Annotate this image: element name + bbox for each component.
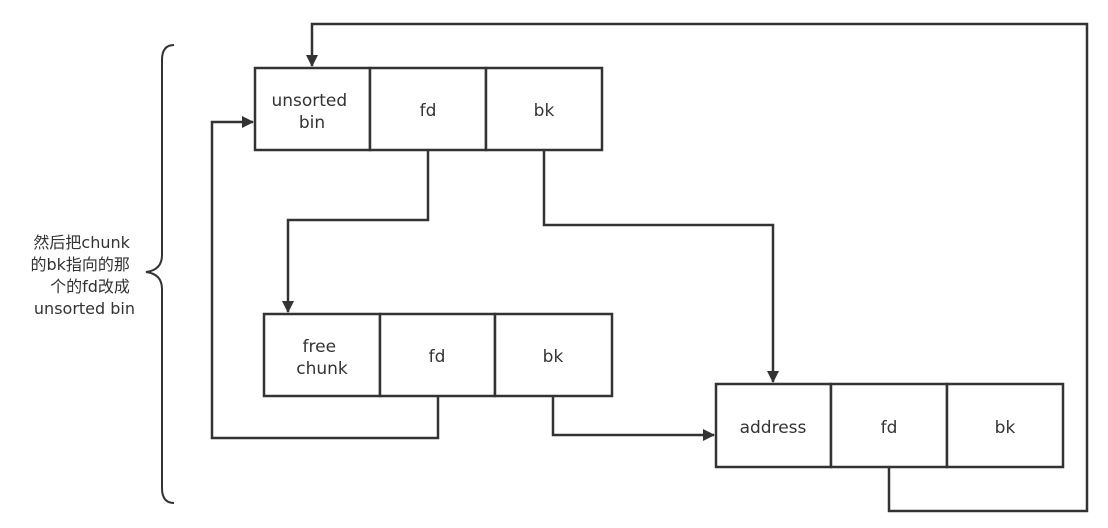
arrow-free-chunk-fd-to-unsorted-bin [210, 116, 440, 440]
note-line: unsorted bin [34, 299, 135, 318]
arrow-unsorted-fd-to-free-chunk [282, 150, 430, 313]
note-line: 然后把chunk [33, 233, 130, 252]
label-line: unsorted [271, 91, 347, 111]
free-chunk-bk-label: bk [543, 347, 564, 367]
arrow-address-fd-to-unsorted-bin [306, 22, 1089, 513]
arrow-unsorted-bk-to-address [542, 150, 779, 383]
label-line: free [303, 337, 337, 357]
label-line: bin [299, 113, 325, 133]
address-cell-fd [829, 382, 949, 469]
curly-brace [145, 44, 175, 504]
label-line: chunk [296, 359, 348, 379]
address-label: address [740, 418, 807, 438]
connectors [210, 22, 1089, 513]
free-chunk-fd-label: fd [429, 347, 446, 367]
unsorted-bin-bk-label: bk [534, 101, 555, 121]
note-line: 的bk指向的那 [30, 255, 129, 274]
unsorted-bin-label: unsorted bin [271, 91, 352, 133]
unsorted-bin-cell-name [253, 66, 372, 152]
free-chunk-label: free chunk [296, 337, 348, 379]
unsorted-bin-fd-label: fd [420, 101, 437, 121]
arrow-free-chunk-bk-to-address [551, 396, 715, 441]
address-fd-label: fd [881, 418, 898, 438]
unsorted-bin-block: unsorted bin fd bk [253, 66, 604, 152]
note-line: 个的fd改成 [50, 277, 130, 296]
address-bk-label: bk [995, 418, 1016, 438]
address-cell-name [714, 382, 833, 469]
address-block: address fd bk [714, 382, 1065, 469]
free-chunk-cell-bk [493, 312, 614, 398]
address-cell-bk [945, 382, 1065, 469]
free-chunk-cell-name [262, 312, 382, 398]
annotation-note: 然后把chunk 的bk指向的那 个的fd改成 unsorted bin [30, 233, 135, 318]
free-chunk-block: free chunk fd bk [262, 312, 614, 398]
unsorted-bin-cell-fd [368, 66, 488, 152]
